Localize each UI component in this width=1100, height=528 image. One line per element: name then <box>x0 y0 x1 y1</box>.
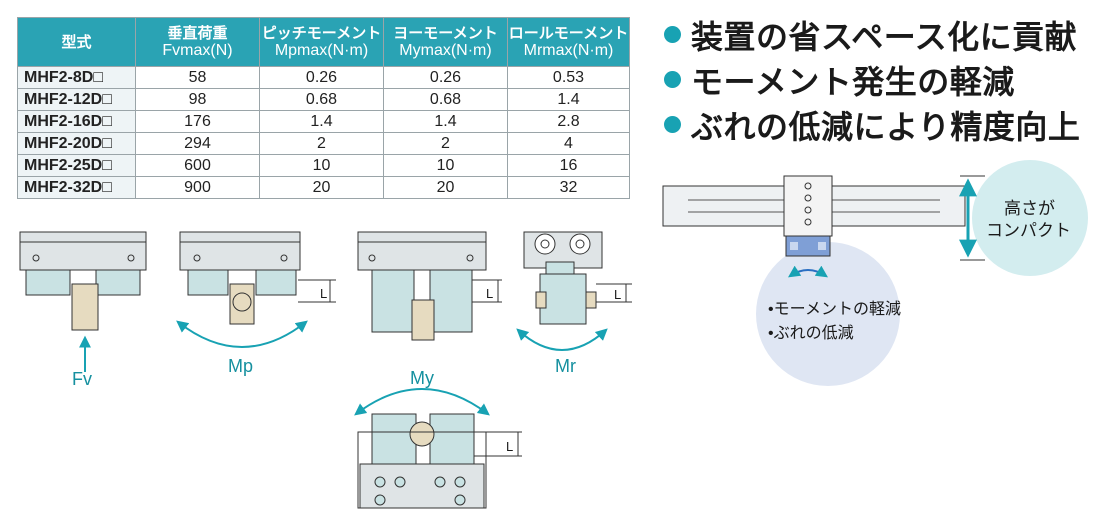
height-text-1: 高さが <box>1004 199 1055 218</box>
feature-text: モーメント発生の軽減 <box>691 63 1015 100</box>
mp-diagram: L Mp <box>176 231 336 376</box>
feature-item: ぶれの低減により精度向上 <box>664 102 1080 147</box>
table-row: MHF2-8D□ 58 0.26 0.26 0.53 <box>17 66 630 89</box>
mr-l-label: L <box>614 287 621 302</box>
compact-illustration: 高さが コンパクト •モーメントの軽減 •ぶれの低減 <box>662 160 1088 386</box>
height-bubble <box>972 160 1088 276</box>
my-bottom-diagram: My L <box>354 368 522 509</box>
cell-my: 10 <box>383 154 508 177</box>
bullet-dot-icon <box>664 26 681 43</box>
my-top-diagram: L <box>357 231 502 341</box>
cell-my: 0.68 <box>383 88 508 111</box>
table-row: MHF2-12D□ 98 0.68 0.68 1.4 <box>17 88 630 111</box>
table-row: MHF2-25D□ 600 10 10 16 <box>17 154 630 177</box>
cell-my: 20 <box>383 176 508 199</box>
effect-bubble <box>756 242 900 386</box>
my-label: My <box>410 368 434 388</box>
effect-text-2: •ぶれの低減 <box>768 324 854 342</box>
my-bottom-l-label: L <box>506 439 513 454</box>
cell-model: MHF2-8D□ <box>17 66 136 89</box>
mr-label: Mr <box>555 356 576 376</box>
feature-list: 装置の省スペース化に貢献 モーメント発生の軽減 ぶれの低減により精度向上 <box>664 12 1080 147</box>
cell-model: MHF2-12D□ <box>17 88 136 111</box>
effect-text-1: •モーメントの軽減 <box>768 300 901 318</box>
mp-l-label: L <box>320 286 327 301</box>
cell-model: MHF2-25D□ <box>17 154 136 177</box>
header-model: 型式 <box>17 17 136 67</box>
cell-fv: 900 <box>135 176 260 199</box>
mp-label: Mp <box>228 356 253 376</box>
height-text-2: コンパクト <box>986 221 1071 240</box>
table-row: MHF2-16D□ 176 1.4 1.4 2.8 <box>17 110 630 133</box>
feature-text: 装置の省スペース化に貢献 <box>691 18 1078 55</box>
cell-mr: 32 <box>507 176 630 199</box>
fv-diagram: Fv <box>19 231 147 389</box>
my-top-l-label: L <box>486 286 493 301</box>
cell-model: MHF2-32D□ <box>17 176 136 199</box>
feature-item: 装置の省スペース化に貢献 <box>664 12 1080 57</box>
mr-diagram: L Mr <box>516 231 632 376</box>
feature-item: モーメント発生の軽減 <box>664 57 1080 102</box>
table-row: MHF2-32D□ 900 20 20 32 <box>17 176 630 199</box>
bullet-dot-icon <box>664 116 681 133</box>
bullet-dot-icon <box>664 71 681 88</box>
cell-mr: 2.8 <box>507 110 630 133</box>
cell-mp: 0.68 <box>259 88 384 111</box>
fv-label: Fv <box>72 369 92 389</box>
feature-text: ぶれの低減により精度向上 <box>691 108 1081 145</box>
